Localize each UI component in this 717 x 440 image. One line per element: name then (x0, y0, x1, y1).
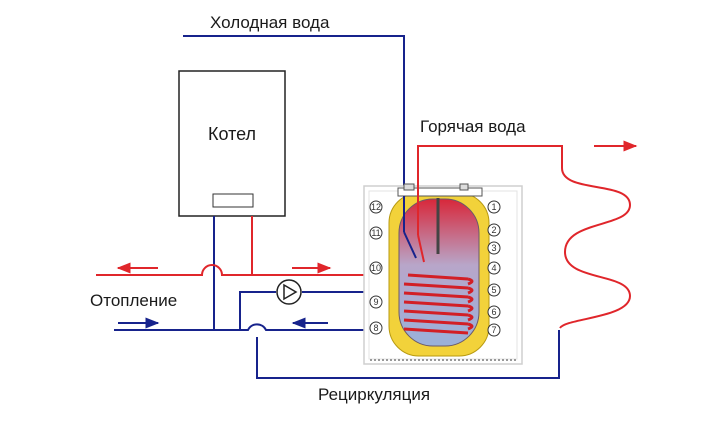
port-number: 6 (491, 307, 496, 317)
port-circle (487, 305, 501, 319)
hot-water-label: Горячая вода (420, 117, 526, 136)
heating-coil (403, 273, 474, 335)
port-number: 12 (371, 202, 381, 212)
port-circle (487, 283, 501, 297)
port-number: 2 (491, 225, 496, 235)
pump-icon (276, 279, 302, 305)
boiler-unit (178, 70, 286, 217)
heating-supply-line (96, 262, 404, 276)
port-number: 1 (491, 202, 496, 212)
cold-water-line (183, 35, 405, 197)
port-circle (369, 200, 383, 214)
cold-water-label: Холодная вода (210, 13, 330, 32)
port-circle (487, 323, 501, 337)
port-number: 5 (491, 285, 496, 295)
port-numbers-left: 12 11 10 9 8 (369, 200, 383, 335)
port-circle (369, 321, 383, 335)
port-circle (487, 261, 501, 275)
boiler-label: Котел (208, 124, 256, 144)
port-numbers-right: 1 2 3 4 5 6 7 (487, 200, 501, 337)
port-number: 7 (491, 325, 496, 335)
heating-label: Отопление (90, 291, 177, 310)
recirculation-label: Рециркуляция (318, 385, 430, 404)
port-circle (369, 226, 383, 240)
port-circle (369, 295, 383, 309)
port-number: 11 (371, 228, 380, 238)
port-circle (487, 200, 501, 214)
heating-return-line (114, 317, 404, 331)
port-circle (369, 261, 383, 275)
recirculation-line (256, 330, 560, 379)
port-number: 4 (491, 263, 496, 273)
port-number: 3 (491, 243, 496, 253)
hot-water-line (417, 140, 638, 329)
port-circle (487, 241, 501, 255)
port-number: 8 (373, 323, 378, 333)
port-number: 10 (371, 263, 381, 273)
port-number: 9 (373, 297, 378, 307)
port-circle (487, 223, 501, 237)
